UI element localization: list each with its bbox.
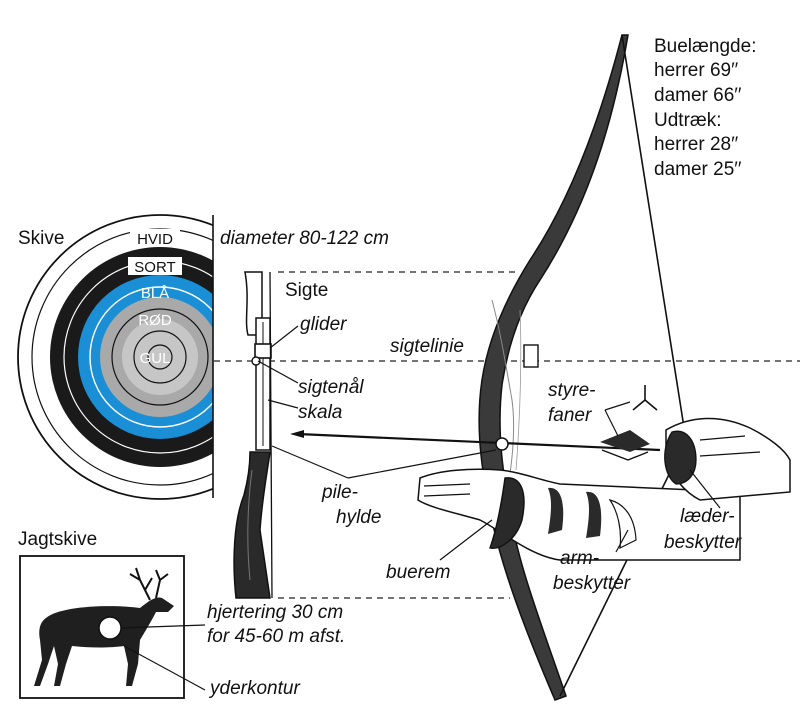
fletching-label-2: faner [548, 405, 592, 426]
arm-guard-label-2: beskytter [553, 573, 631, 594]
arrow-rest-label-2: hylde [336, 507, 381, 528]
fletching-icon [632, 385, 658, 411]
bow [478, 34, 687, 701]
ring-label-red: RØD [138, 312, 172, 329]
hunting-target-title: Jagtskive [18, 529, 97, 550]
deer-silhouette-icon [34, 567, 174, 686]
bow-length-title: Buelængde: [654, 36, 756, 57]
sight-title: Sigte [285, 280, 328, 301]
ring-label-black: SORT [134, 259, 175, 276]
arrow [290, 430, 661, 461]
bow-hand [417, 468, 741, 561]
sight-pin-label: sigtenål [298, 377, 364, 398]
grip-label: buerem [386, 562, 450, 583]
ring-label-white: HVID [137, 231, 173, 248]
ring-label-blue: BLÅ [141, 285, 169, 302]
gold-ring [122, 319, 198, 395]
leather-guard-label-2: beskytter [664, 532, 742, 553]
draw-length-title: Udtræk: [654, 110, 722, 131]
arm-guard-label-1: arm- [560, 548, 599, 569]
sight-scale-label: skala [298, 402, 342, 423]
bow-length-women: damer 66′′ [654, 85, 742, 106]
draw-length-women: damer 25′′ [654, 159, 742, 180]
draw-length-men: herrer 28′′ [654, 134, 739, 155]
heart-ring-label-2: for 45-60 m afst. [207, 626, 345, 647]
arrow-rest-label-1: pile- [321, 482, 358, 503]
draw-hand [664, 417, 791, 501]
heart-ring-label-1: hjertering 30 cm [207, 602, 343, 623]
ring-label-gold: GUL [140, 350, 171, 367]
leather-guard-label-1: læder- [680, 506, 735, 527]
target-face: HVID SORT BLÅ RØD GUL [17, 214, 214, 500]
target-title: Skive [18, 228, 64, 249]
sight-slider-label: glider [300, 314, 347, 335]
bow-length-men: herrer 69′′ [654, 60, 739, 81]
sight-closeup [233, 271, 273, 599]
fletching-label-1: styre- [548, 380, 596, 401]
target-diameter: diameter 80-122 cm [220, 228, 389, 249]
outline-label: yderkontur [208, 678, 300, 699]
sightline-label: sigtelinie [390, 336, 464, 357]
